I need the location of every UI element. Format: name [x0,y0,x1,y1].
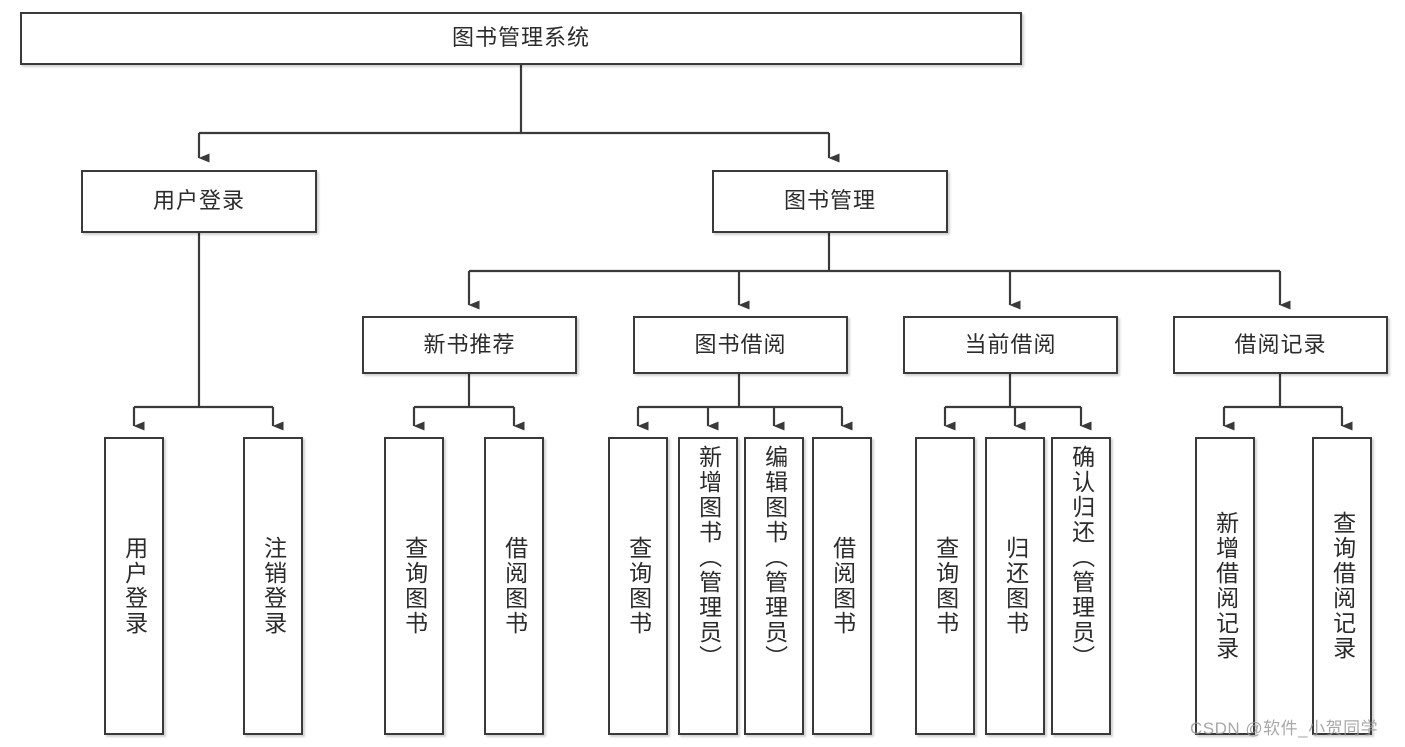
node-label: 当前借阅 [964,331,1057,357]
node-label: 查询图书 [401,536,428,636]
leaf-query-borrow-record[interactable]: 查询借阅记录 [1312,437,1372,735]
leaf-query-book-current[interactable]: 查询图书 [915,437,975,735]
node-new-book-recommend[interactable]: 新书推荐 [362,316,577,374]
leaf-confirm-return-admin[interactable]: 确认归还（管理员） [1051,437,1111,735]
node-current-borrow[interactable]: 当前借阅 [903,316,1118,374]
leaf-user-login[interactable]: 用户登录 [104,437,164,735]
leaf-add-borrow-record[interactable]: 新增借阅记录 [1195,437,1255,735]
csdn-watermark: CSDN @软件_小贺同学 [1190,719,1379,738]
node-label: 确认归还（管理员） [1068,445,1095,670]
node-label: 查询图书 [932,536,959,636]
leaf-return-book[interactable]: 归还图书 [985,437,1045,735]
node-label: 归还图书 [1002,536,1029,636]
node-label: 用户登录 [152,188,245,214]
node-label: 借阅记录 [1234,331,1327,357]
leaf-add-book-admin[interactable]: 新增图书（管理员） [678,437,738,735]
node-label: 新增图书（管理员） [695,445,722,670]
node-label: 新增借阅记录 [1212,511,1239,661]
leaf-borrow-book-recommend[interactable]: 借阅图书 [484,437,544,735]
leaf-borrow-book[interactable]: 借阅图书 [812,437,872,735]
node-label: 查询借阅记录 [1329,511,1356,661]
node-label: 用户登录 [121,536,148,636]
node-label: 注销登录 [260,536,287,636]
node-label: 借阅图书 [829,536,856,636]
node-label: 借阅图书 [501,536,528,636]
leaf-edit-book-admin[interactable]: 编辑图书（管理员） [744,437,804,735]
node-user-login[interactable]: 用户登录 [81,170,317,233]
node-label: 新书推荐 [423,331,516,357]
node-label: 编辑图书（管理员） [761,445,788,670]
node-label: 图书借阅 [694,331,787,357]
node-root-book-management-system[interactable]: 图书管理系统 [20,12,1022,65]
node-label: 查询图书 [625,536,652,636]
node-book-borrow[interactable]: 图书借阅 [633,316,848,374]
leaf-query-book-borrow[interactable]: 查询图书 [608,437,668,735]
node-borrow-record[interactable]: 借阅记录 [1173,316,1388,374]
node-label: 图书管理 [783,188,876,214]
node-book-manage[interactable]: 图书管理 [712,170,948,233]
leaf-query-book-recommend[interactable]: 查询图书 [384,437,444,735]
leaf-logout-login[interactable]: 注销登录 [243,437,303,735]
node-label: 图书管理系统 [451,25,590,51]
